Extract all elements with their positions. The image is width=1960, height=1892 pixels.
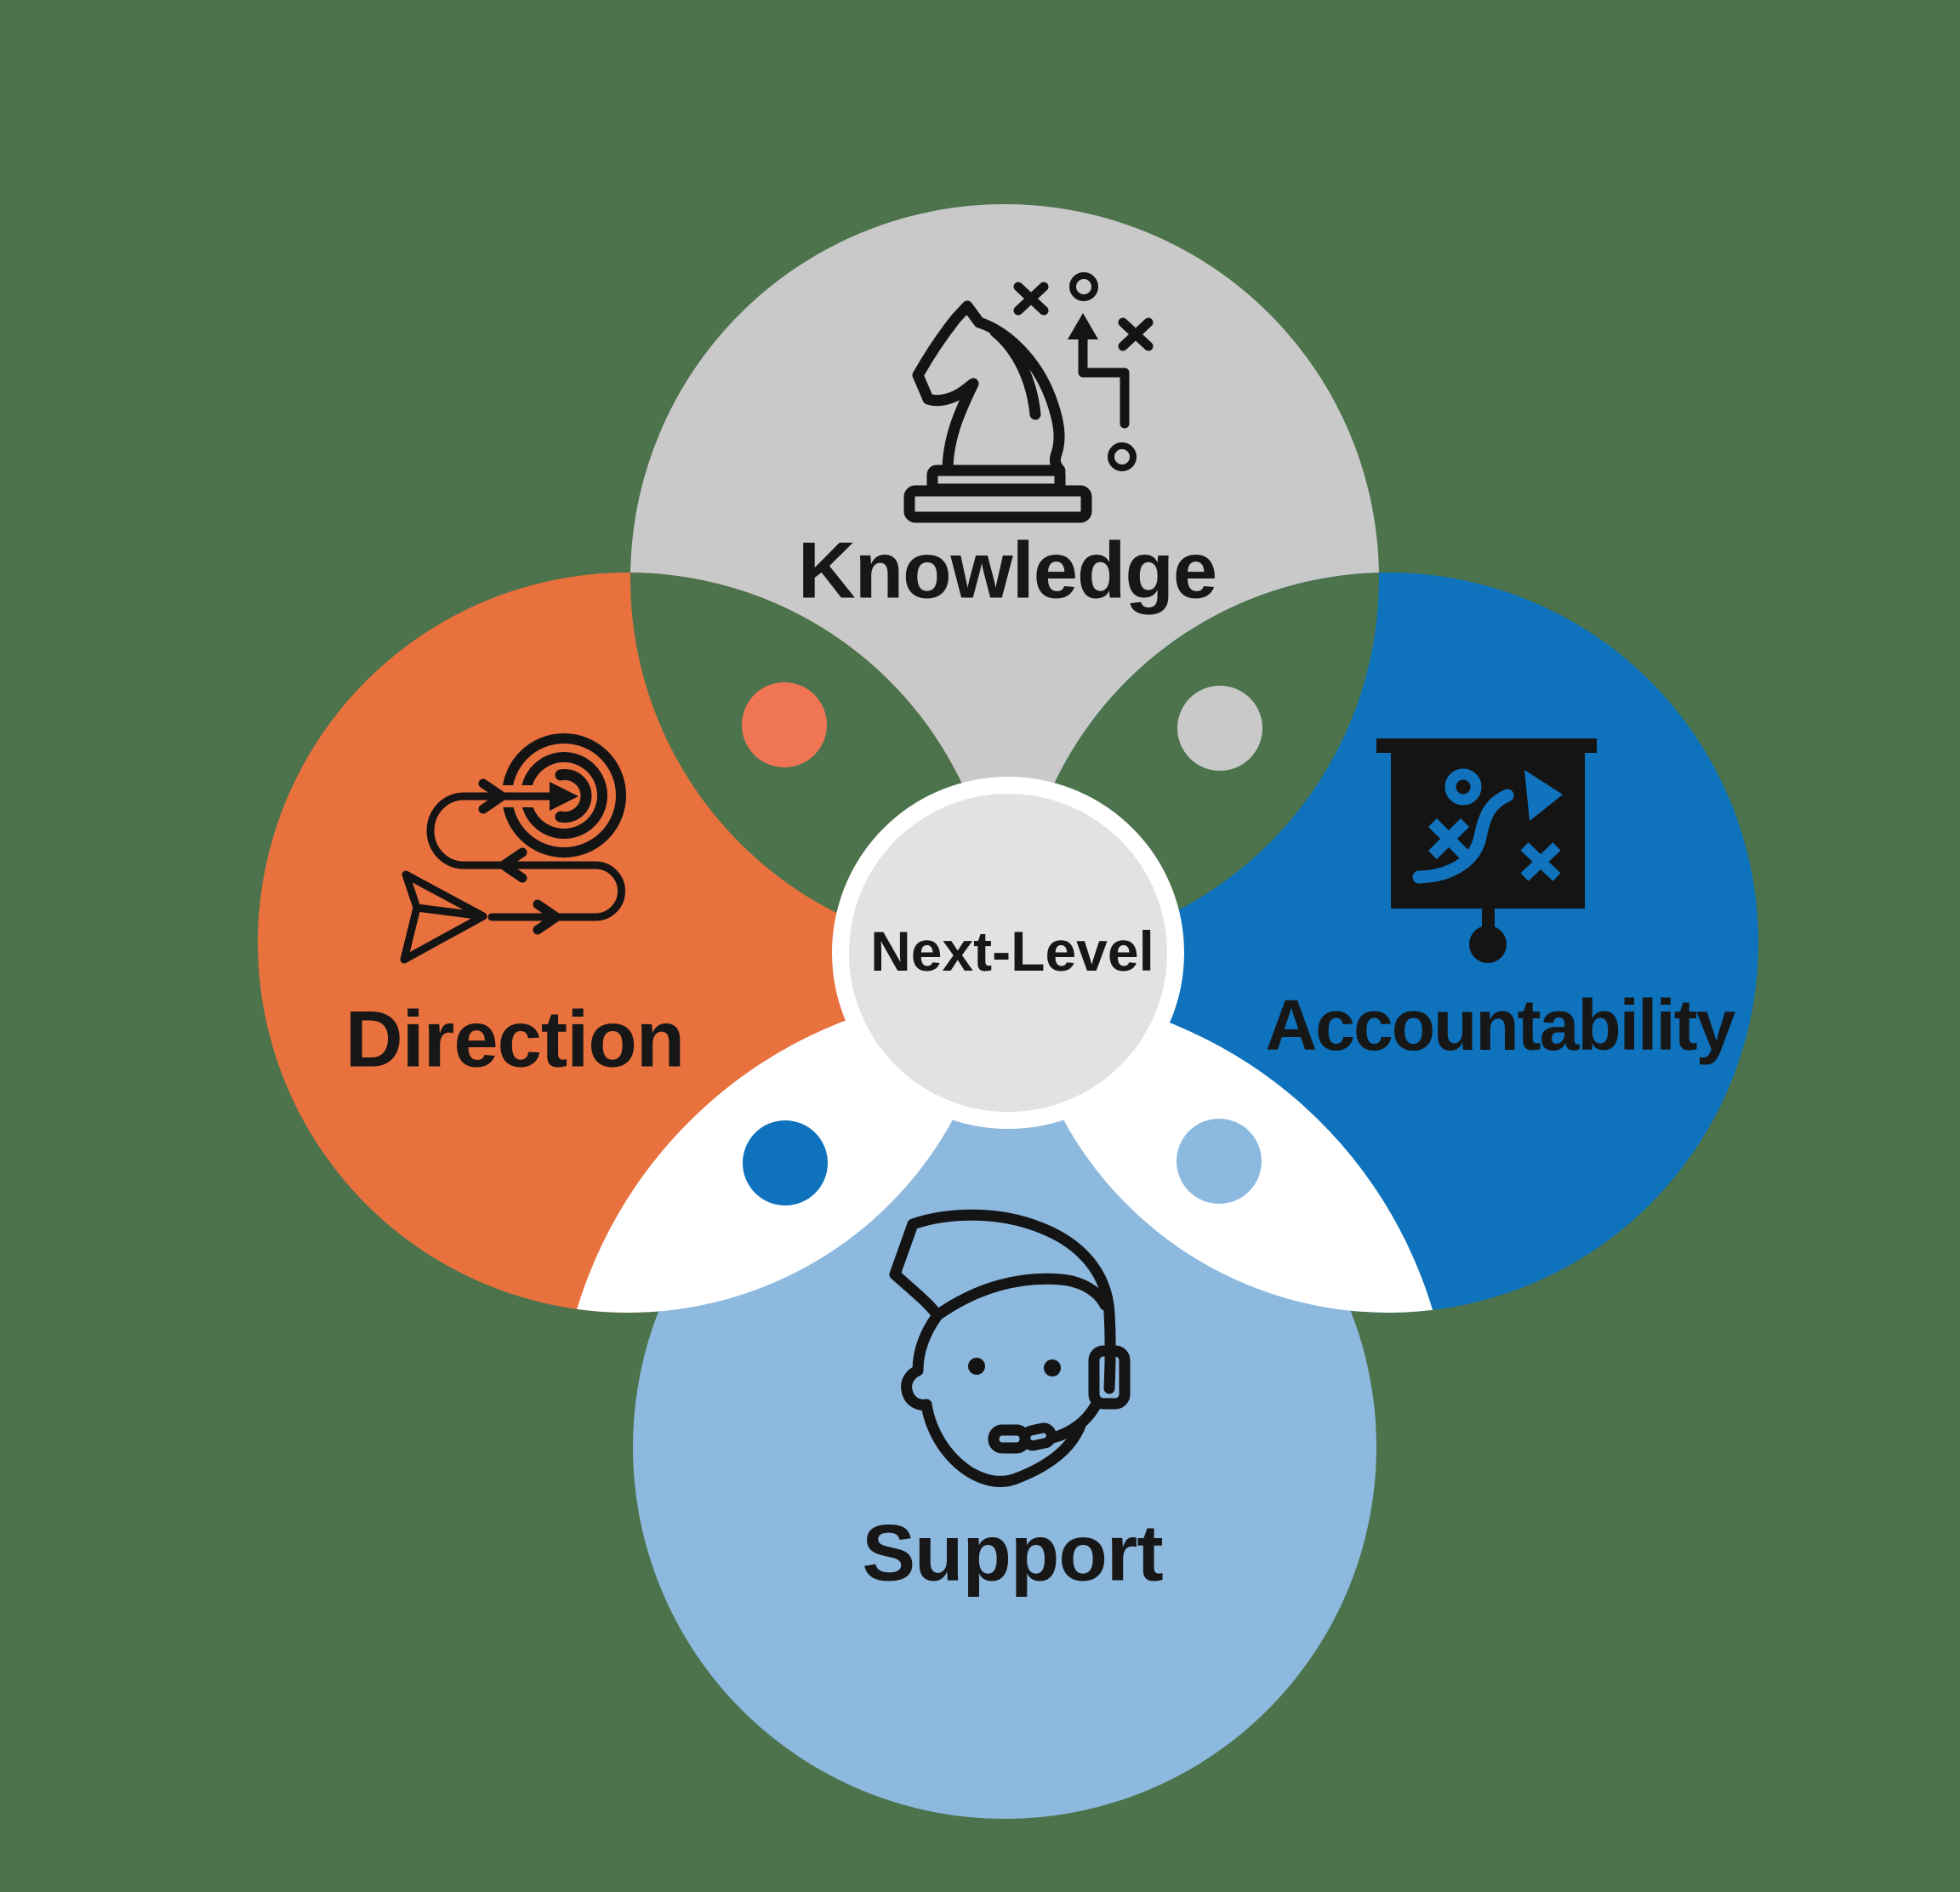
knowledge-accountability-dot <box>1177 686 1262 771</box>
support-label: Support <box>862 1508 1163 1598</box>
direction-label: Direction <box>345 994 684 1084</box>
strategy-presentation-board-icon <box>1376 738 1597 963</box>
paper-plane-path-target-icon <box>400 733 626 964</box>
support-agent-headset-icon <box>889 1209 1131 1487</box>
accountability-support-dot <box>1177 1119 1262 1204</box>
accountability-label: Accountability <box>1266 985 1736 1065</box>
center-label: Next-Level <box>870 920 1154 983</box>
intersection-dots <box>742 682 1262 1205</box>
direction-support-dot <box>743 1120 828 1205</box>
center-circle <box>832 777 1184 1129</box>
knowledge-direction-dot <box>742 682 827 767</box>
chess-knight-strategy-icon <box>903 272 1154 523</box>
knowledge-label: Knowledge <box>798 526 1216 615</box>
